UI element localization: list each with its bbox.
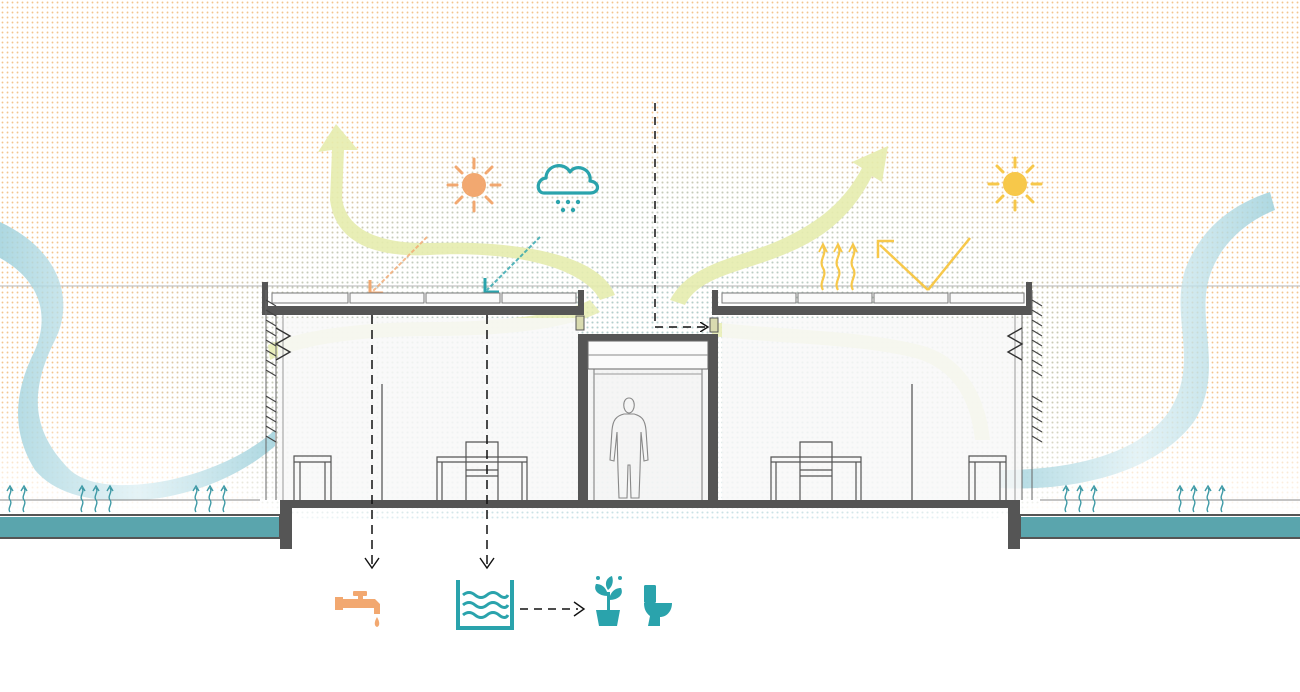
person-silhouette-icon — [609, 397, 649, 499]
skylight-air-intake — [654, 103, 707, 327]
wind-ribbon-left — [0, 222, 275, 501]
hot-air-exhaust-left — [318, 124, 615, 300]
green-roof-right — [709, 282, 1032, 333]
toilet-icon — [644, 585, 672, 626]
green-roof-left — [262, 282, 585, 331]
furniture-left — [293, 441, 528, 500]
plant-icon — [595, 576, 622, 626]
downpipe-right-arrowhead — [479, 557, 495, 570]
central-corridor — [578, 334, 718, 504]
furniture-right — [770, 441, 1007, 500]
rainwater-collection-ray — [483, 236, 541, 294]
building-section — [262, 282, 1043, 550]
wind-ribbon-right — [1000, 192, 1275, 489]
downpipe-left-arrowhead — [364, 557, 380, 570]
louvered-wall-right — [1006, 290, 1043, 500]
solar-reflection-right — [876, 237, 971, 291]
evaporation-arrow-icon — [6, 484, 1226, 513]
heat-radiation-icon — [818, 241, 858, 291]
water-reuse-arrowhead — [573, 601, 586, 617]
sun-icon — [446, 157, 502, 213]
water-tank-icon — [456, 580, 514, 630]
louvered-wall-left — [265, 290, 292, 500]
hot-air-exhaust-right — [670, 146, 888, 305]
rain-cloud-icon — [536, 164, 600, 213]
sun-icon — [987, 156, 1043, 212]
floor-slab — [280, 500, 1020, 550]
faucet-icon — [335, 591, 380, 627]
